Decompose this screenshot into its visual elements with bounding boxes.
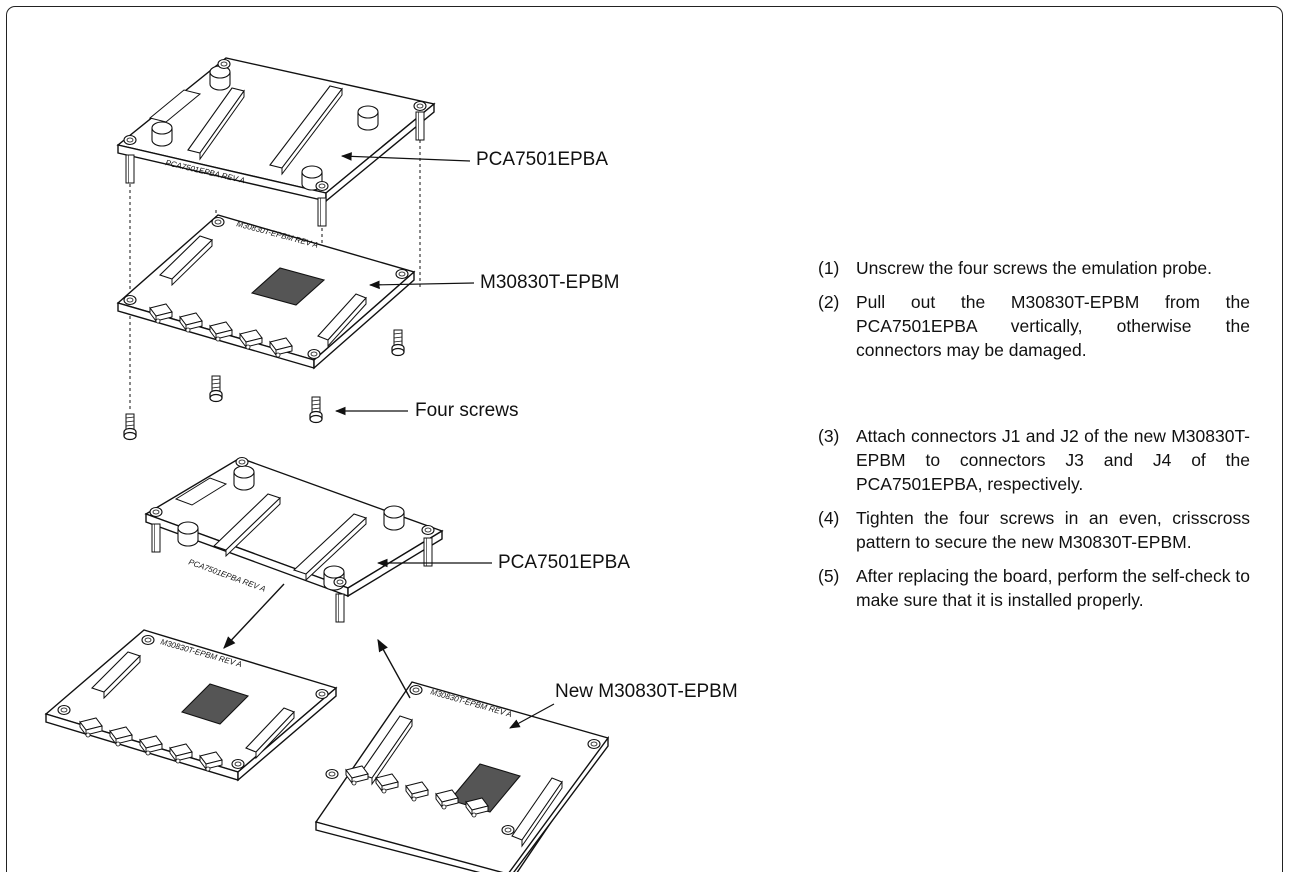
pca-board-top: PCA7501EPBA REV A — [116, 57, 436, 227]
step-1: (1) Unscrew the four screws the emulation… — [818, 256, 1250, 280]
step-number: (4) — [818, 508, 840, 528]
pca-board-bottom: PCA7501EPBA REV A — [144, 456, 444, 623]
step-text: Attach connectors J1 and J2 of the new M… — [856, 426, 1250, 494]
epbm-board-top: M30830T-EPBM REV A — [116, 214, 416, 370]
procedure-steps: (1) Unscrew the four screws the emulation… — [818, 256, 1250, 622]
epbm-board-new: M30830T-EPBM REV A — [314, 681, 610, 872]
step-text: Pull out the M30830T-EPBM from the PCA75… — [856, 292, 1250, 360]
label-pca-top: PCA7501EPBA — [476, 149, 609, 170]
label-four-screws: Four screws — [415, 400, 519, 421]
step-5: (5) After replacing the board, perform th… — [818, 564, 1250, 612]
label-epbm-top: M30830T-EPBM — [480, 272, 620, 293]
step-2: (2) Pull out the M30830T-EPBM from the PC… — [818, 290, 1250, 362]
label-pca-bottom: PCA7501EPBA — [498, 552, 631, 573]
step-number: (3) — [818, 426, 840, 446]
step-text: Unscrew the four screws the emulation pr… — [856, 258, 1212, 278]
step-4: (4) Tighten the four screws in an even, c… — [818, 506, 1250, 554]
label-new-epbm: New M30830T-EPBM — [555, 681, 738, 702]
step-text: After replacing the board, perform the s… — [856, 566, 1250, 610]
callout-leaders — [334, 152, 555, 729]
move-arrows — [223, 583, 411, 699]
epbm-board-old: M30830T-EPBM REV A — [44, 629, 338, 782]
pca-bottom-board-mark: PCA7501EPBA REV A — [187, 557, 266, 593]
step-number: (2) — [818, 292, 840, 312]
step-3: (3) Attach connectors J1 and J2 of the ne… — [818, 424, 1250, 496]
figure-frame — [6, 6, 1283, 872]
step-number: (1) — [818, 258, 840, 278]
step-number: (5) — [818, 566, 840, 586]
step-text: Tighten the four screws in an even, cris… — [856, 508, 1250, 552]
